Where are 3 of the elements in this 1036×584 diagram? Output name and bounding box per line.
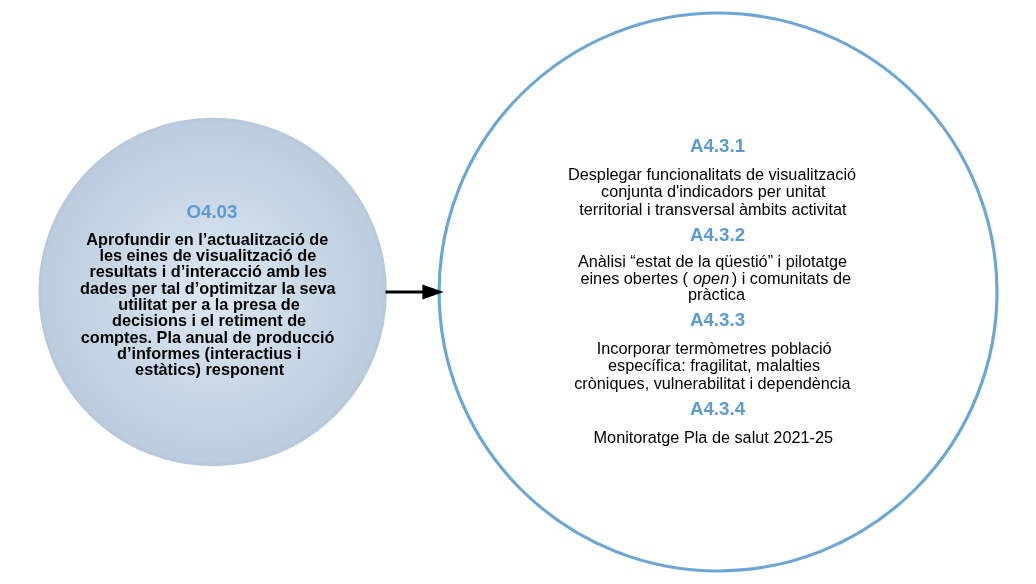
node-circle: O4.03 Aprofundir en l’actualització de les eines de visualització de resultats i d’interacció amb les dades per tal d’optimitzar la seva utilitat per a la presa de decisions i el retiment de comptes. Pla anual de producció d’informes (interactius i estàtics) responent bbox=[37, 117, 387, 467]
node-circle: A4.3.1 Desplegar funcionalitats de visualització conjunta d'indicadors per unitat territorial i transversal àmbits activitat A4.3.2 Anàlisi “estat de la qüestió” i pilotatge eines obertes (open) i comunitats de pràctica A4.3.3 Incorporar termòmetres població específica: fragilitat, malalties cròniques, vulnerabilitat i dependència A4.3.4 Monitoratge Pla de salut 2021-25 bbox=[437, 11, 999, 573]
arrow bbox=[385, 284, 444, 300]
